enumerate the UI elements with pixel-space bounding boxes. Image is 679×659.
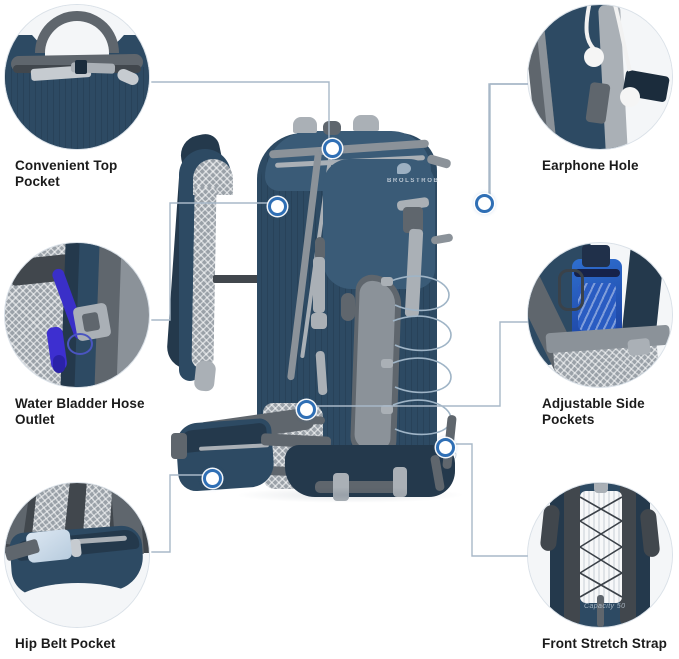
photo-convenient-top-pocket [5, 5, 149, 149]
label-adjustable-side-pockets: Adjustable Side Pockets [542, 396, 645, 427]
marker-hip-belt-pocket[interactable] [202, 468, 222, 488]
photo-front-stretch-strap: Capacity 50 [528, 483, 672, 627]
backpack-product-image: BROLSTROB Capacity 50 [165, 115, 510, 515]
label-water-bladder-hose-outlet: Water Bladder Hose Outlet [15, 396, 145, 427]
photo-earphone-hole [528, 5, 672, 149]
callout-adjustable-side-pockets: Adjustable Side Pockets [528, 243, 678, 428]
label-front-stretch-strap: Front Stretch Strap [542, 636, 667, 651]
marker-adjustable-side-pockets[interactable] [296, 399, 316, 419]
marker-convenient-top-pocket[interactable] [322, 138, 342, 158]
callout-hip-belt-pocket: Hip Belt Pocket [5, 483, 155, 652]
callout-front-stretch-strap: Capacity 50 Front Stretch Strap [528, 483, 678, 652]
label-earphone-hole: Earphone Hole [542, 158, 639, 173]
bungee-cord-art [390, 275, 452, 436]
marker-earphone-hole[interactable] [474, 193, 494, 213]
photo-capacity-text: Capacity 50 [584, 603, 626, 610]
marker-front-stretch-strap[interactable] [435, 437, 455, 457]
label-hip-belt-pocket: Hip Belt Pocket [15, 636, 116, 651]
photo-water-bladder-hose-outlet [5, 243, 149, 387]
brand-logo-text: BROLSTROB [387, 178, 440, 184]
callout-water-bladder-hose-outlet: Water Bladder Hose Outlet [5, 243, 155, 428]
callout-earphone-hole: Earphone Hole [528, 5, 678, 174]
photo-adjustable-side-pockets [528, 243, 672, 387]
photo-hip-belt-pocket [5, 483, 149, 627]
callout-convenient-top-pocket: Convenient Top Pocket [5, 5, 155, 190]
label-convenient-top-pocket: Convenient Top Pocket [15, 158, 118, 189]
marker-water-bladder-hose-outlet[interactable] [267, 196, 287, 216]
